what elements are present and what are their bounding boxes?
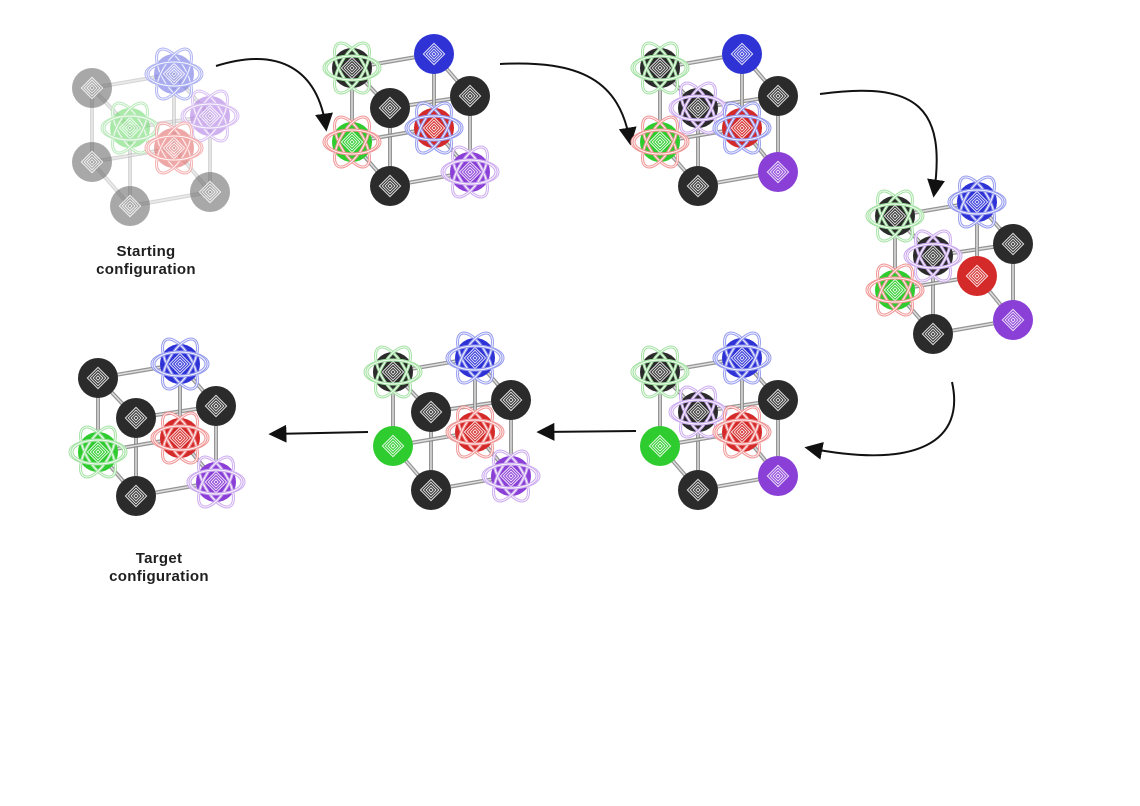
black-atom [116, 398, 156, 438]
arrow-step5-to-step6 [536, 422, 637, 441]
blue-atom [414, 34, 454, 74]
green-atom [640, 426, 680, 466]
black-atom [678, 166, 718, 206]
black-atom [491, 380, 531, 420]
green-orbital-ring [322, 41, 382, 95]
purple-atom [758, 152, 798, 192]
green-orbital-ring [630, 345, 690, 399]
black-atom [370, 166, 410, 206]
arrow-step4-to-step5 [804, 381, 956, 460]
black-atom [411, 470, 451, 510]
red-orbital-ring [712, 405, 772, 459]
black-atom [758, 76, 798, 116]
caption-line: Starting [116, 243, 176, 260]
black-atom [110, 186, 150, 226]
purple-orbital-ring [440, 145, 500, 199]
green-orbital-ring [630, 41, 690, 95]
green-orbital-ring [363, 345, 423, 399]
red-orbital-ring [865, 263, 925, 317]
red-orbital-ring [150, 411, 210, 465]
blue-orbital-ring [947, 175, 1007, 229]
purple-atom [993, 300, 1033, 340]
black-atom [758, 380, 798, 420]
green-orbital-ring [865, 189, 925, 243]
purple-orbital-ring [180, 89, 240, 143]
blue-orbital-ring [445, 331, 505, 385]
target-configuration-caption: Target configuration [79, 550, 239, 586]
cube-panel-step-7-target [68, 337, 246, 516]
black-atom [913, 314, 953, 354]
cube-panel-step-3 [630, 34, 798, 206]
blue-orbital-ring [712, 331, 772, 385]
purple-orbital-ring [186, 455, 246, 509]
cube-panel-step-4 [865, 175, 1033, 354]
caption-line: configuration [109, 568, 209, 585]
arrow-step1-to-step2 [215, 58, 333, 132]
purple-atom [758, 456, 798, 496]
blue-orbital-ring [712, 101, 772, 155]
green-orbital-ring [68, 425, 128, 479]
cube-panel-step-2 [322, 34, 500, 206]
red-orbital-ring [630, 115, 690, 169]
starting-configuration-caption: Starting configuration [66, 243, 226, 279]
black-atom [116, 476, 156, 516]
black-atom [678, 470, 718, 510]
transition-arrows [215, 58, 956, 460]
red-orbital-ring [445, 405, 505, 459]
black-atom [993, 224, 1033, 264]
blue-orbital-ring [404, 101, 464, 155]
arrow-step3-to-step4 [819, 89, 945, 198]
green-orbital-ring [100, 101, 160, 155]
purple-orbital-ring [668, 385, 728, 439]
cube-panel-step-1-start [72, 47, 240, 226]
black-atom [78, 358, 118, 398]
purple-orbital-ring [481, 449, 541, 503]
red-atom [957, 256, 997, 296]
black-atom [72, 142, 112, 182]
blue-orbital-ring [150, 337, 210, 391]
arrow-step6-to-step7 [268, 424, 369, 443]
black-atom [450, 76, 490, 116]
red-orbital-ring [322, 115, 382, 169]
blue-orbital-ring [144, 47, 204, 101]
black-atom [370, 88, 410, 128]
cube-panel-step-6 [363, 331, 541, 510]
green-atom [373, 426, 413, 466]
cube-panel-step-5 [630, 331, 798, 510]
black-atom [190, 172, 230, 212]
black-atom [411, 392, 451, 432]
black-atom [196, 386, 236, 426]
red-orbital-ring [144, 121, 204, 175]
arrow-step2-to-step3 [499, 62, 637, 146]
purple-orbital-ring [903, 229, 963, 283]
caption-line: configuration [96, 261, 196, 278]
black-atom [72, 68, 112, 108]
blue-atom [722, 34, 762, 74]
caption-line: Target [135, 550, 183, 567]
